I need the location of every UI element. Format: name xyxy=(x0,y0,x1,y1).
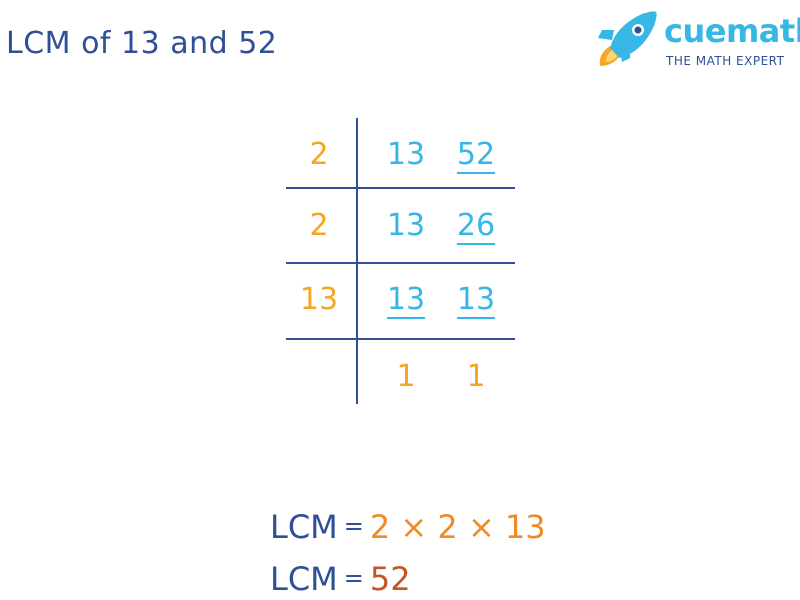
ladder-vertical-line xyxy=(356,118,358,404)
cuemath-logo: cuemath THE MATH EXPERT xyxy=(596,8,800,72)
lcm-value: 52 xyxy=(369,560,411,598)
row-2-value-2: 26 xyxy=(456,208,496,245)
logo-wordmark: cuemath xyxy=(664,12,800,50)
row-1-value-1: 13 xyxy=(386,137,426,172)
divisor-1: 2 xyxy=(309,137,329,172)
lcm-label: LCM xyxy=(270,508,338,546)
ladder-divider-1 xyxy=(286,187,515,189)
lcm-value-line: LCM=52 xyxy=(270,560,411,598)
logo-tagline: THE MATH EXPERT xyxy=(666,54,785,68)
divisor-3: 13 xyxy=(299,282,339,317)
ladder-divider-3 xyxy=(286,338,515,340)
rocket-icon xyxy=(598,11,657,66)
row-2-value-1: 13 xyxy=(386,208,426,243)
equals-sign: = xyxy=(343,564,364,592)
lcm-expression: 2 × 2 × 13 xyxy=(369,508,546,546)
ladder-divider-2 xyxy=(286,262,515,264)
lcm-label: LCM xyxy=(270,560,338,598)
row-3-value-2: 13 xyxy=(456,282,496,319)
final-value-2: 1 xyxy=(466,359,486,394)
equals-sign: = xyxy=(343,512,364,540)
row-3-value-1: 13 xyxy=(386,282,426,319)
row-1-value-2: 52 xyxy=(456,137,496,174)
divisor-2: 2 xyxy=(309,208,329,243)
page-title: LCM of 13 and 52 xyxy=(6,26,278,61)
lcm-expression-line: LCM=2 × 2 × 13 xyxy=(270,508,546,546)
final-value-1: 1 xyxy=(396,359,416,394)
